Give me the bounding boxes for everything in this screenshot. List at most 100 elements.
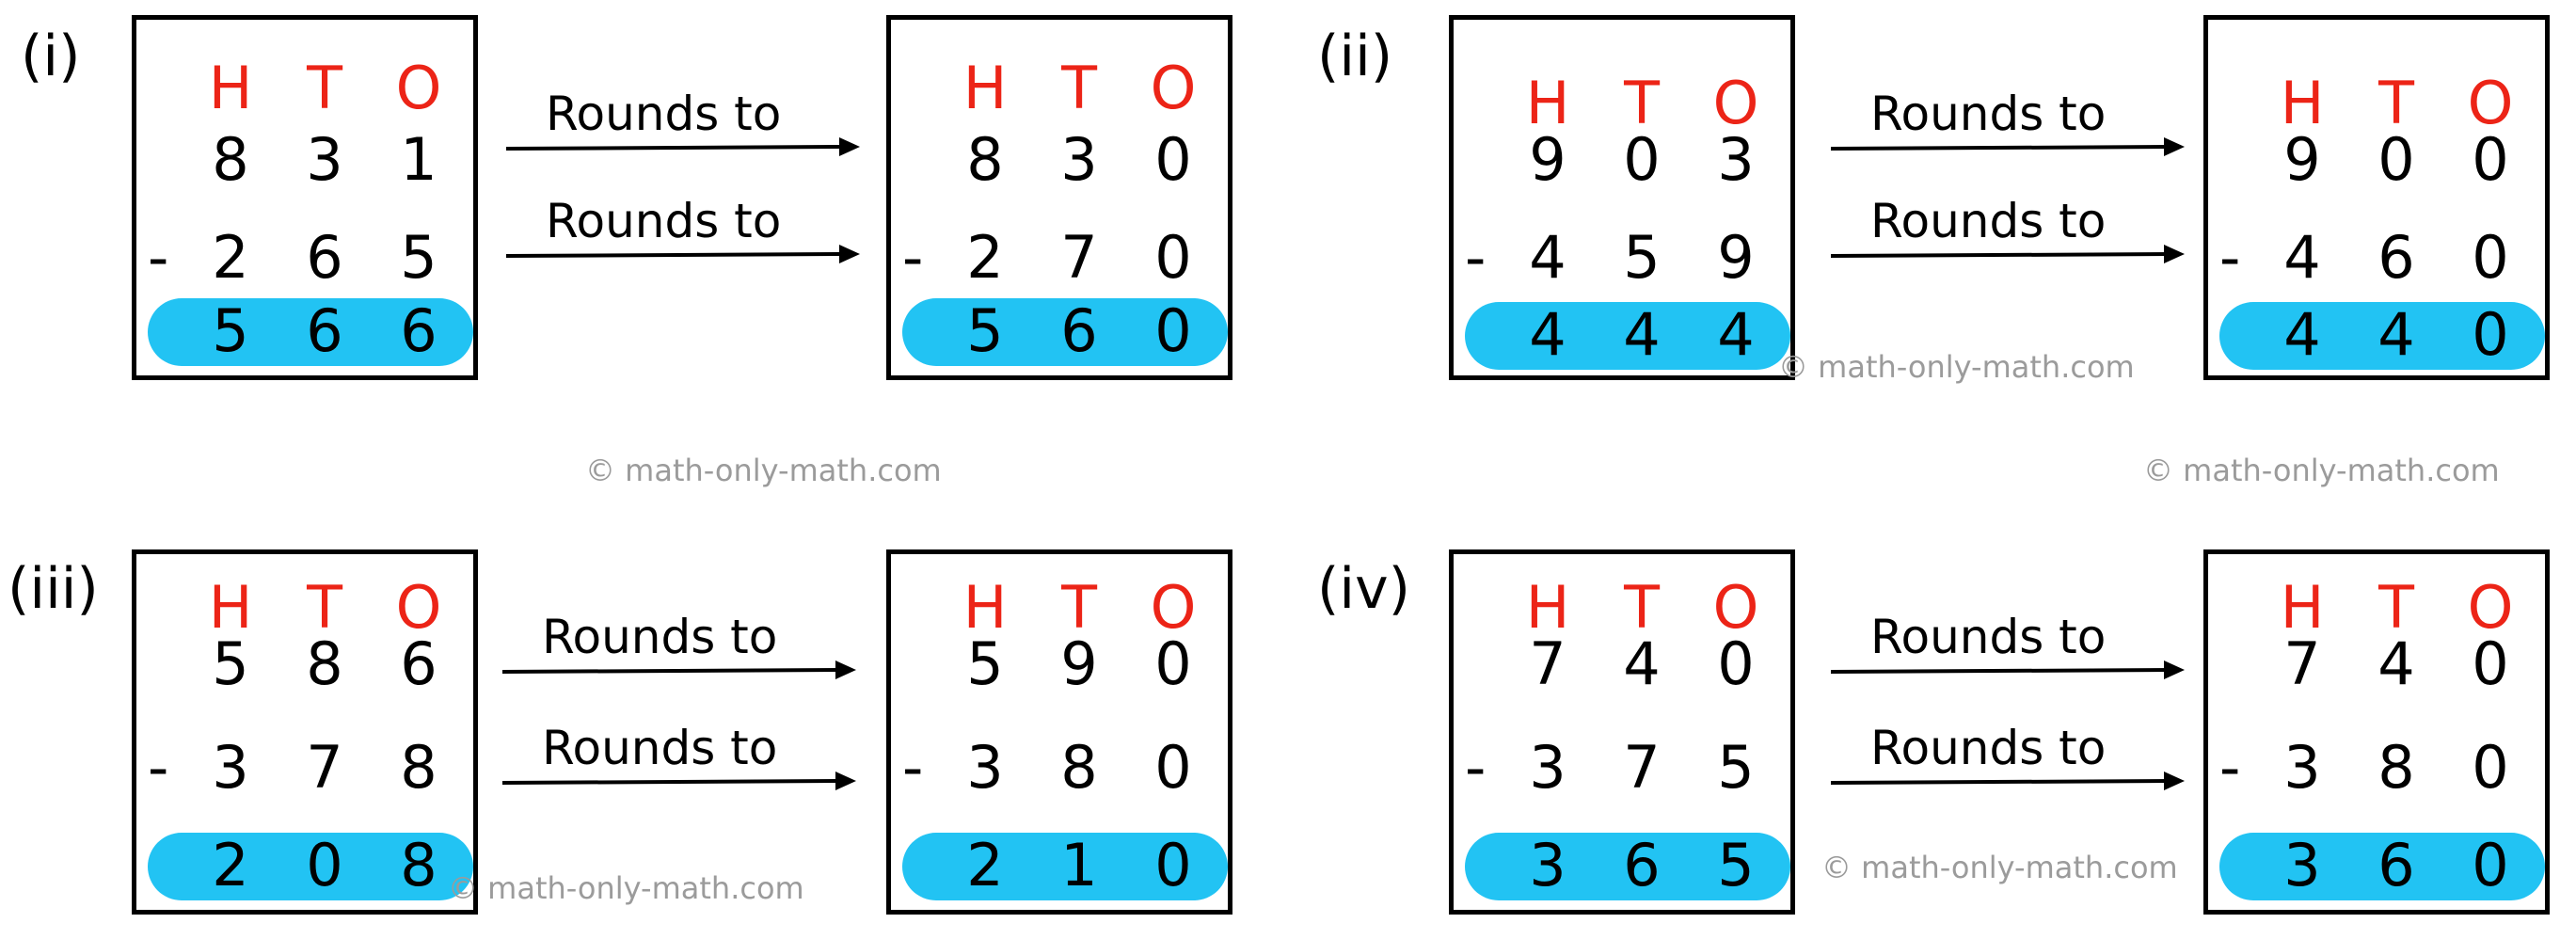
minuend-digit: 0	[1154, 125, 1192, 194]
subtrahend-digit: 4	[2283, 223, 2321, 292]
rounds-to-label: Rounds to	[1870, 87, 2107, 141]
minuend-digit: 4	[1623, 629, 1661, 698]
rounds-to-arrow: Rounds to	[499, 90, 875, 166]
place-value-header: H	[962, 573, 1008, 642]
place-value-header: H	[962, 54, 1008, 122]
difference-digit: 4	[2377, 300, 2415, 369]
difference-highlight	[902, 833, 1228, 900]
place-value-header: O	[1150, 54, 1197, 122]
problem-label: (ii)	[1317, 24, 1393, 89]
place-value-header: H	[1525, 69, 1570, 137]
place-value-header: H	[1525, 573, 1570, 642]
minuend-digit: 1	[400, 125, 437, 194]
watermark: © math-only-math.com	[2143, 453, 2500, 488]
subtrahend-digit: 8	[2377, 733, 2415, 802]
subtrahend-digit: 0	[2472, 223, 2509, 292]
minus-sign: -	[902, 733, 924, 802]
difference-digit: 4	[2283, 300, 2321, 369]
rounds-to-arrow: Rounds to	[1823, 613, 2200, 689]
subtrahend-digit: 9	[1717, 223, 1755, 292]
minuend-digit: 7	[1529, 629, 1566, 698]
place-value-header: O	[395, 54, 442, 122]
place-value-header: O	[1712, 573, 1759, 642]
place-value-header: O	[395, 573, 442, 642]
minuend-digit: 0	[2377, 125, 2415, 194]
difference-digit: 5	[966, 296, 1004, 365]
difference-highlight	[2219, 833, 2545, 900]
difference-digit: 6	[1060, 296, 1098, 365]
arrow-icon	[501, 772, 856, 790]
subtrahend-digit: 0	[1154, 733, 1192, 802]
minuend-digit: 3	[306, 125, 343, 194]
minuend-digit: 3	[1717, 125, 1755, 194]
minuend-digit: 0	[1717, 629, 1755, 698]
minuend-digit: 9	[1060, 629, 1098, 698]
difference-digit: 3	[2283, 831, 2321, 899]
problem-label: (iv)	[1317, 556, 1410, 622]
subtrahend-digit: 5	[400, 223, 437, 292]
rounds-to-arrow: Rounds to	[1823, 90, 2200, 166]
subtrahend-digit: 0	[2472, 733, 2509, 802]
minuend-digit: 8	[966, 125, 1004, 194]
minuend-digit: 8	[306, 629, 343, 698]
arrow-icon	[1830, 660, 2185, 679]
subtrahend-digit: 8	[400, 733, 437, 802]
place-value-header: H	[208, 54, 253, 122]
minus-sign: -	[148, 223, 169, 292]
rounds-to-label: Rounds to	[1870, 194, 2107, 248]
subtrahend-digit: 5	[1623, 223, 1661, 292]
difference-highlight	[902, 298, 1228, 366]
subtrahend-digit: 2	[966, 223, 1004, 292]
difference-digit: 1	[1060, 831, 1098, 899]
watermark: © math-only-math.com	[1821, 850, 2178, 885]
subtrahend-digit: 6	[306, 223, 343, 292]
subtrahend-digit: 3	[2283, 733, 2321, 802]
difference-digit: 6	[2377, 831, 2415, 899]
minus-sign: -	[2219, 733, 2241, 802]
place-value-header: O	[1150, 573, 1197, 642]
place-value-header: T	[307, 573, 342, 642]
difference-digit: 0	[1154, 296, 1192, 365]
difference-digit: 5	[1717, 831, 1755, 899]
minuend-digit: 9	[2283, 125, 2321, 194]
difference-highlight	[1465, 302, 1790, 370]
rounds-to-arrow: Rounds to	[495, 613, 871, 689]
arrow-icon	[1830, 772, 2185, 790]
minuend-digit: 7	[2283, 629, 2321, 698]
minus-sign: -	[2219, 223, 2241, 292]
difference-highlight	[2219, 302, 2545, 370]
rounds-to-label: Rounds to	[546, 194, 782, 248]
difference-digit: 4	[1623, 300, 1661, 369]
subtrahend-digit: 5	[1717, 733, 1755, 802]
place-value-header: H	[208, 573, 253, 642]
place-value-header: O	[2467, 69, 2514, 137]
place-value-header: T	[2378, 69, 2414, 137]
minuend-digit: 5	[212, 629, 249, 698]
place-value-header: T	[1624, 573, 1660, 642]
place-value-header: T	[1061, 54, 1097, 122]
place-value-header: T	[2378, 573, 2414, 642]
minuend-digit: 0	[2472, 629, 2509, 698]
problem-label: (i)	[21, 24, 81, 89]
difference-digit: 6	[1623, 831, 1661, 899]
watermark: © math-only-math.com	[1778, 349, 2135, 385]
minus-sign: -	[902, 223, 924, 292]
difference-digit: 2	[966, 831, 1004, 899]
minuend-digit: 0	[2472, 125, 2509, 194]
subtrahend-digit: 8	[1060, 733, 1098, 802]
subtrahend-digit: 4	[1529, 223, 1566, 292]
rounds-to-label: Rounds to	[542, 721, 778, 775]
rounds-to-arrow: Rounds to	[1823, 198, 2200, 273]
rounds-to-arrow: Rounds to	[1823, 724, 2200, 800]
arrow-icon	[501, 660, 856, 679]
arrow-icon	[1830, 245, 2185, 263]
problem-label: (iii)	[8, 556, 99, 622]
place-value-header: T	[1061, 573, 1097, 642]
watermark: © math-only-math.com	[448, 870, 804, 906]
minuend-digit: 0	[1154, 629, 1192, 698]
